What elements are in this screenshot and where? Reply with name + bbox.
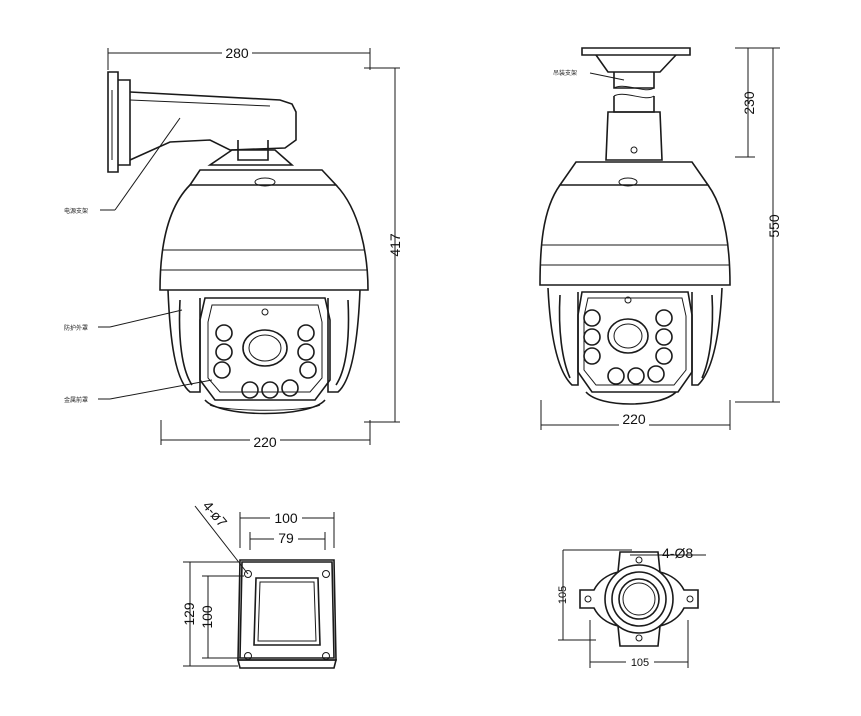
dim-side-width: 280 (225, 45, 249, 61)
dim-ceiling-height: 105 (557, 586, 569, 604)
label-ceiling-bracket: 吊装支架 (553, 69, 577, 77)
front-view: 230 550 220 (539, 47, 782, 430)
label-metal-front: 金属前罩 (64, 396, 88, 404)
dim-plate-height: 129 (181, 602, 197, 626)
dim-plate-inner-height: 100 (199, 605, 215, 629)
dim-plate-width: 100 (274, 510, 298, 526)
dim-ceiling-holes: 4-Ø8 (662, 545, 693, 561)
label-protective-cover: 防护外罩 (64, 324, 88, 332)
dim-front-base-width: 220 (622, 411, 646, 427)
dim-plate-holes: 4-ø7 (200, 498, 231, 530)
dim-ceiling-width: 105 (631, 657, 649, 669)
side-view: 280 417 220 (64, 44, 403, 450)
label-wall-bracket: 电源支架 (64, 207, 88, 215)
dim-side-base-width: 220 (253, 434, 277, 450)
dim-plate-inner-width: 79 (278, 530, 294, 546)
wall-plate-view: 100 79 129 100 4-ø7 (181, 498, 338, 669)
dim-side-height: 417 (387, 233, 403, 257)
dim-front-height: 550 (766, 214, 782, 238)
dim-front-bracket-height: 230 (741, 91, 757, 115)
ceiling-flange-view: 4-Ø8 105 105 (557, 545, 706, 669)
